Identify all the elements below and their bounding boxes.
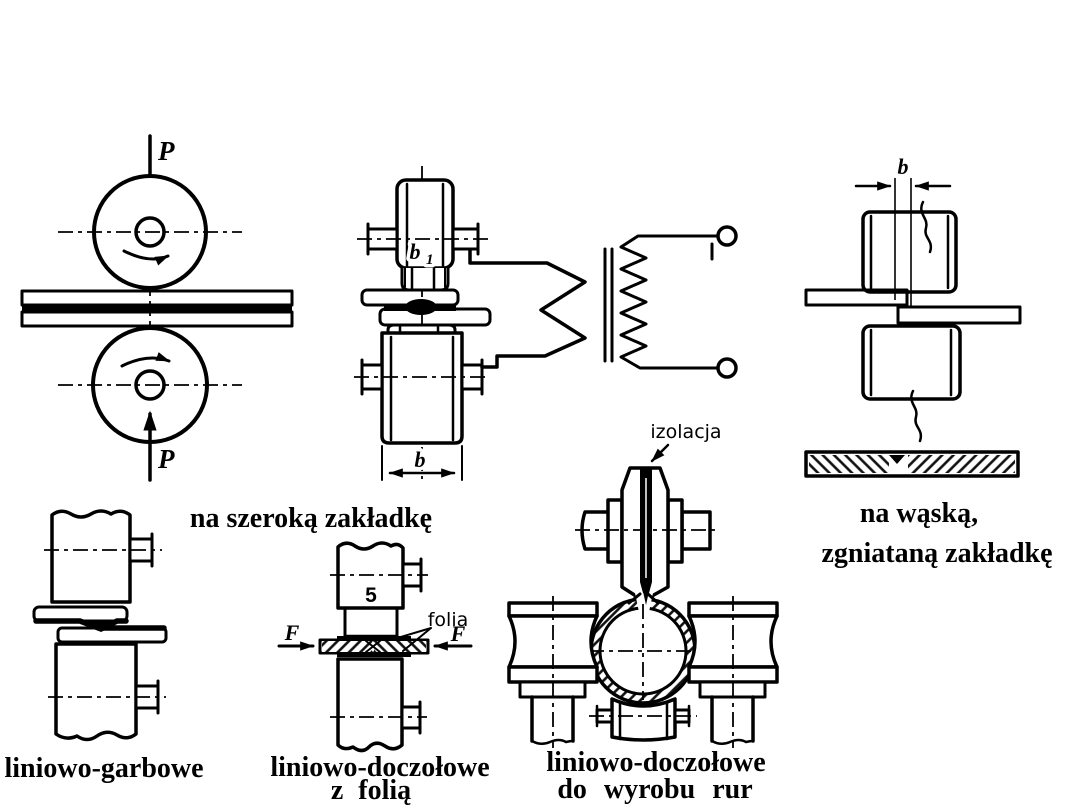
right-sheet bbox=[896, 305, 1022, 325]
electrode-hub-left bbox=[606, 498, 624, 564]
forming-roller-right bbox=[687, 596, 779, 748]
weld-nugget bbox=[405, 299, 437, 315]
top-wheel-tip bbox=[400, 266, 450, 292]
lower-rotation-arrow bbox=[120, 352, 171, 368]
left-sheet bbox=[804, 288, 909, 307]
top-electrode bbox=[861, 210, 958, 294]
top-electrode-break-mark bbox=[920, 200, 933, 254]
tip-width-subscript: 1 bbox=[426, 252, 434, 268]
insulation-tip bbox=[640, 578, 652, 605]
caption-foil-line1: liniowo-doczołowe bbox=[270, 752, 489, 783]
lower-sheet bbox=[20, 310, 294, 328]
projection-seam-panel: liniowo-garbowe bbox=[4, 509, 204, 784]
bottom-wheel-body bbox=[380, 331, 464, 445]
bottom-electrode-break-mark bbox=[910, 389, 923, 443]
force-label-bottom: P bbox=[157, 444, 175, 474]
foil-butt-panel: 5 F F folia liniowo-doczołowe z folią bbox=[270, 541, 490, 806]
lower-sheet bbox=[378, 307, 492, 327]
top-wheel-axle bbox=[357, 222, 488, 256]
narrow-lap-panel: b na wąską, zgniataną zakładkę bbox=[804, 154, 1053, 569]
caption-projection: liniowo-garbowe bbox=[4, 753, 203, 784]
support-roller-bottom bbox=[589, 697, 697, 742]
weld-seam-band bbox=[22, 305, 292, 312]
electrode-hub-right bbox=[666, 498, 684, 564]
foil-leader-lines bbox=[393, 627, 432, 652]
tube-butt-panel: izolacja bbox=[507, 421, 779, 805]
caption-tube-line2: do wyrobu rur bbox=[557, 774, 752, 805]
caption-narrow-lap-line1: na wąską, bbox=[860, 498, 978, 529]
crushed-lap-result-sheet bbox=[804, 450, 1020, 478]
bottom-wheel-axle bbox=[354, 358, 490, 396]
caption-tube-line1: liniowo-doczołowe bbox=[546, 747, 765, 778]
electrode-circuit-wire bbox=[468, 248, 587, 369]
wheel-number-label: 5 bbox=[365, 584, 377, 607]
projection-bump bbox=[80, 622, 116, 630]
wheel-width-label: b bbox=[415, 447, 426, 472]
force-label-left: F bbox=[284, 620, 300, 645]
upper-rotation-arrow bbox=[122, 249, 170, 266]
wheel-width-dimension: b bbox=[381, 444, 463, 481]
caption-foil-line2: z folią bbox=[331, 775, 411, 806]
bottom-wheel bbox=[336, 657, 404, 753]
force-label-top: P bbox=[157, 136, 175, 166]
terminal-bottom bbox=[716, 357, 738, 379]
transformer-symbol bbox=[603, 225, 738, 379]
tip-width-label: b bbox=[410, 239, 421, 264]
top-wheel bbox=[50, 509, 132, 604]
bottom-electrode bbox=[861, 324, 962, 401]
butt-joint-sheets bbox=[318, 638, 430, 655]
top-wheel-body bbox=[395, 178, 455, 270]
force-label-right: F bbox=[450, 621, 466, 646]
insulation-label: izolacja bbox=[650, 421, 721, 443]
lap-width-label: b bbox=[898, 154, 909, 179]
upper-sheet bbox=[20, 289, 294, 307]
tube-seam-gap bbox=[635, 593, 653, 612]
forming-roller-left bbox=[507, 596, 599, 748]
caption-wide-lap: na szeroką zakładkę bbox=[190, 503, 432, 534]
sheet-dimple bbox=[92, 609, 100, 617]
transformer-winding bbox=[619, 234, 720, 370]
caption-narrow-lap-line2: zgniataną zakładkę bbox=[821, 538, 1052, 569]
terminal-top bbox=[716, 225, 738, 247]
bottom-wheel bbox=[54, 642, 138, 742]
wide-lap-panel: b 1 b bbox=[190, 166, 738, 534]
insulation-pointer-arrow bbox=[650, 443, 670, 463]
crushed-weld-mark bbox=[889, 455, 905, 464]
foil-label: folia bbox=[428, 609, 469, 631]
seam-roller-panel: P P bbox=[20, 134, 294, 482]
